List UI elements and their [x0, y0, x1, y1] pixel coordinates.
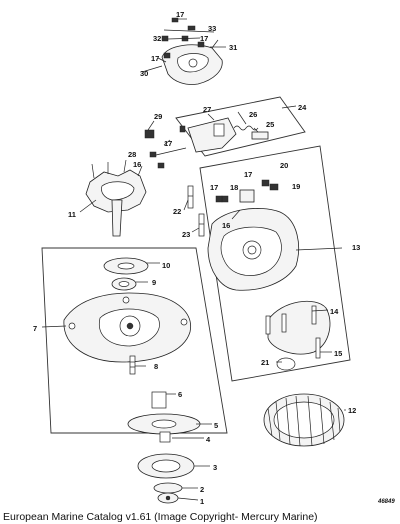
group-box-end-frame	[41, 247, 228, 434]
callout-8: 8	[154, 362, 158, 371]
part-slip-ring-end-frame	[63, 292, 191, 363]
callout-24: 24	[298, 103, 307, 112]
callout-11: 11	[68, 210, 76, 219]
catalog-caption: European Marine Catalog v1.61 (Image Cop…	[3, 511, 318, 523]
callout-4: 4	[206, 435, 211, 444]
callout-17: 17	[244, 170, 252, 179]
callout-32: 32	[153, 34, 161, 43]
callout-15: 15	[334, 349, 342, 358]
part-bearing-retainer	[103, 257, 149, 291]
callout-17: 17	[164, 139, 172, 148]
callout-19: 19	[292, 182, 300, 191]
callout-29: 29	[154, 112, 162, 121]
callout-12: 12	[348, 406, 356, 415]
callout-14: 14	[330, 307, 339, 316]
part-rectifier-housing	[207, 179, 299, 291]
callout-17: 17	[210, 183, 218, 192]
callout-31: 31	[229, 43, 237, 52]
exploded-parts-diagram: 17 33 32 17 31 17 30 24 27 29 26 25 17 2…	[33, 10, 395, 505]
callout-2: 2	[200, 485, 204, 494]
callout-10: 10	[162, 261, 170, 270]
callout-23: 23	[182, 230, 190, 239]
callout-21: 21	[261, 358, 269, 367]
part-pulley-assembly	[127, 391, 201, 504]
part-brush-holder	[144, 117, 269, 169]
leader-lines	[41, 18, 346, 501]
part-stator	[263, 393, 345, 447]
callout-6: 6	[178, 390, 182, 399]
part-frame-bolt	[129, 355, 136, 375]
callout-5: 5	[214, 421, 218, 430]
callout-27: 27	[203, 105, 211, 114]
callout-9: 9	[152, 278, 156, 287]
group-box-rectifier	[199, 145, 351, 382]
callout-30: 30	[140, 69, 148, 78]
callout-7: 7	[33, 324, 37, 333]
callout-1: 1	[200, 497, 204, 505]
part-drive-end-cover	[157, 39, 223, 85]
callout-33: 33	[208, 24, 216, 33]
callout-17: 17	[151, 54, 159, 63]
callout-20: 20	[280, 161, 288, 170]
part-rotor	[85, 159, 147, 237]
drawing-reference-number: 46849	[377, 499, 395, 505]
callout-22: 22	[173, 207, 181, 216]
callout-28: 28	[128, 150, 136, 159]
part-diode-plate	[265, 300, 331, 371]
callout-18: 18	[230, 183, 238, 192]
callout-3: 3	[213, 463, 217, 472]
callout-26: 26	[249, 110, 257, 119]
callout-16: 16	[222, 221, 230, 230]
callout-25: 25	[266, 120, 274, 129]
callout-17: 17	[176, 10, 184, 19]
callout-13: 13	[352, 243, 360, 252]
callout-17: 17	[200, 34, 208, 43]
callout-16: 16	[133, 160, 141, 169]
part-small-screws-top	[161, 17, 215, 59]
